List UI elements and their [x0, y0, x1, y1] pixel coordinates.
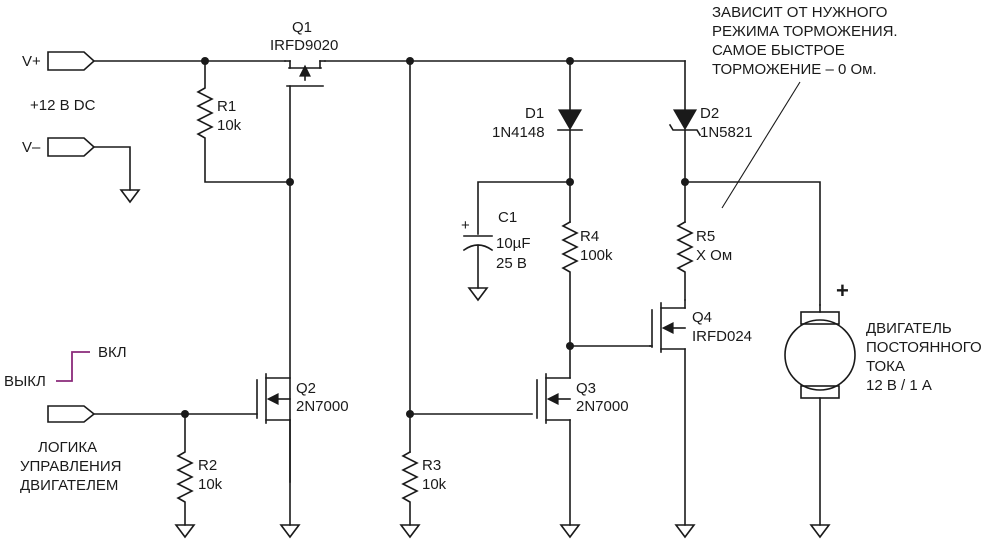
q4-part: IRFD024: [692, 328, 752, 345]
c1-polarity: +: [461, 217, 470, 234]
d1-part: 1N4148: [492, 124, 545, 141]
r2-ref: R2: [198, 457, 217, 474]
logic-label-line3: ДВИГАТЕЛЕМ: [20, 477, 118, 494]
c1-ref: C1: [498, 209, 517, 226]
junction-dot: [406, 410, 414, 418]
q1-part: IRFD9020: [270, 37, 338, 54]
d1-ref: D1: [525, 105, 544, 122]
motor-positive-wire: [684, 181, 821, 306]
r1-value: 10k: [217, 117, 242, 134]
ground-symbol-vminus: [119, 189, 141, 204]
r5-value: X Ом: [696, 247, 732, 264]
q2-nmosfet-symbol: [184, 373, 291, 526]
c1-value: 10µF: [496, 235, 531, 252]
logic-input-terminal: [47, 405, 186, 423]
q2-ref: Q2: [296, 380, 316, 397]
vplus-label: V+: [22, 53, 41, 70]
q3-part: 2N7000: [576, 398, 629, 415]
vminus-terminal: [47, 137, 131, 191]
r3-value: 10k: [422, 476, 447, 493]
r3-resistor: [399, 60, 421, 539]
r5-resistor: [676, 220, 694, 301]
logic-label-line2: УПРАВЛЕНИЯ: [20, 458, 121, 475]
note-line1: ЗАВИСИТ ОТ НУЖНОГО: [712, 4, 887, 21]
d2-part: 1N5821: [700, 124, 753, 141]
junction-dot: [286, 178, 294, 186]
r1-ref: R1: [217, 98, 236, 115]
r2-resistor: [174, 413, 196, 539]
d2-ref: D2: [700, 105, 719, 122]
dc-motor-symbol: [784, 304, 856, 539]
r4-ref: R4: [580, 228, 599, 245]
signal-waveform: [56, 351, 90, 382]
supply-label: +12 В DC: [30, 97, 96, 114]
note-line2: РЕЖИМА ТОРМОЖЕНИЯ.: [712, 23, 898, 40]
c1-voltage: 25 В: [496, 255, 527, 272]
vplus-terminal: [47, 51, 206, 71]
note-leader-line: [721, 81, 801, 209]
motor-label-line1: ДВИГАТЕЛЬ: [866, 320, 952, 337]
r4-resistor: [561, 220, 579, 379]
r4-value: 100k: [580, 247, 613, 264]
motor-label-line4: 12 В / 1 А: [866, 377, 932, 394]
c1-capacitor: [462, 181, 571, 302]
r1-resistor: [196, 60, 291, 183]
motor-label-line3: ТОКА: [866, 358, 905, 375]
q3-nmosfet-symbol: [536, 373, 581, 539]
signal-off-label: ВЫКЛ: [4, 373, 46, 390]
note-line4: ТОРМОЖЕНИЕ – 0 Ом.: [712, 61, 877, 78]
q2-part: 2N7000: [296, 398, 349, 415]
q4-nmosfet-symbol: [649, 299, 696, 539]
q1-ref: Q1: [292, 19, 312, 36]
note-line3: САМОЕ БЫСТРОЕ: [712, 42, 845, 59]
q4-ref: Q4: [692, 309, 712, 326]
motor-label-line2: ПОСТОЯННОГО: [866, 339, 982, 356]
r5-ref: R5: [696, 228, 715, 245]
q1-pmosfet-symbol: [284, 60, 326, 483]
d2-schottky-diode: [668, 60, 702, 223]
motor-polarity: +: [836, 278, 849, 303]
r2-value: 10k: [198, 476, 223, 493]
d1-diode: [557, 60, 583, 223]
signal-on-label: ВКЛ: [98, 344, 127, 361]
q3-ref: Q3: [576, 380, 596, 397]
vminus-label: V–: [22, 139, 41, 156]
logic-label-line1: ЛОГИКА: [38, 439, 97, 456]
ground-symbol-q2: [279, 524, 301, 539]
r3-ref: R3: [422, 457, 441, 474]
